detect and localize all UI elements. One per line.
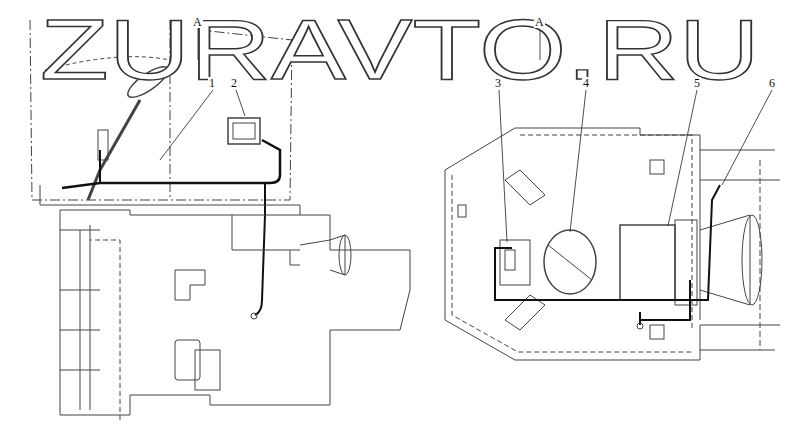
callout-number: 3: [494, 77, 502, 89]
wire-harness: [495, 185, 720, 320]
leader-line: [499, 90, 507, 242]
ground-point: [251, 313, 257, 319]
mount-pad: [650, 325, 664, 339]
section-mark: A: [534, 16, 545, 28]
callout-number: 2: [230, 77, 238, 89]
leader-line: [570, 90, 586, 232]
leader-line: [236, 90, 245, 116]
watermark: ZURAVTO.RU: [40, 6, 760, 92]
hidden-line: [760, 160, 761, 350]
hidden-line: [90, 240, 120, 420]
nozzle: [290, 235, 345, 275]
pedal-unit: [500, 240, 530, 285]
callout-number: 1: [208, 77, 216, 89]
switch-body: [505, 250, 515, 270]
engine-unit: [620, 225, 675, 300]
mount-pad: [458, 205, 466, 217]
bracket: [195, 350, 220, 390]
cab-plan: [445, 170, 780, 360]
section-mark: A: [192, 16, 203, 28]
steering-wheel: [544, 230, 596, 294]
cutout: [175, 270, 205, 300]
frame-cross: [60, 230, 100, 370]
connector: [637, 323, 643, 329]
leader-line: [668, 90, 697, 226]
frame-rail: [80, 225, 90, 410]
body-line: [232, 215, 300, 250]
nozzle-end: [742, 215, 762, 305]
spoke: [548, 245, 592, 280]
bracket: [505, 170, 545, 205]
callout-number: 5: [693, 77, 701, 89]
flange: [675, 220, 697, 305]
engine-body: [60, 210, 410, 415]
leader-line: [722, 90, 772, 185]
nozzle-end: [339, 235, 351, 275]
cab-plan: [445, 128, 780, 180]
hidden-line: [452, 175, 692, 352]
wire-harness: [100, 150, 265, 315]
mount-pad: [650, 160, 664, 174]
device-face: [233, 123, 255, 139]
callout-number: 6: [768, 77, 776, 89]
leader-line: [160, 90, 213, 160]
wire-harness: [62, 140, 280, 188]
device-box: [228, 118, 260, 144]
callout-number: 4: [582, 77, 590, 89]
steering-column: [88, 100, 140, 200]
cutout: [175, 340, 200, 380]
frame: [700, 150, 775, 350]
